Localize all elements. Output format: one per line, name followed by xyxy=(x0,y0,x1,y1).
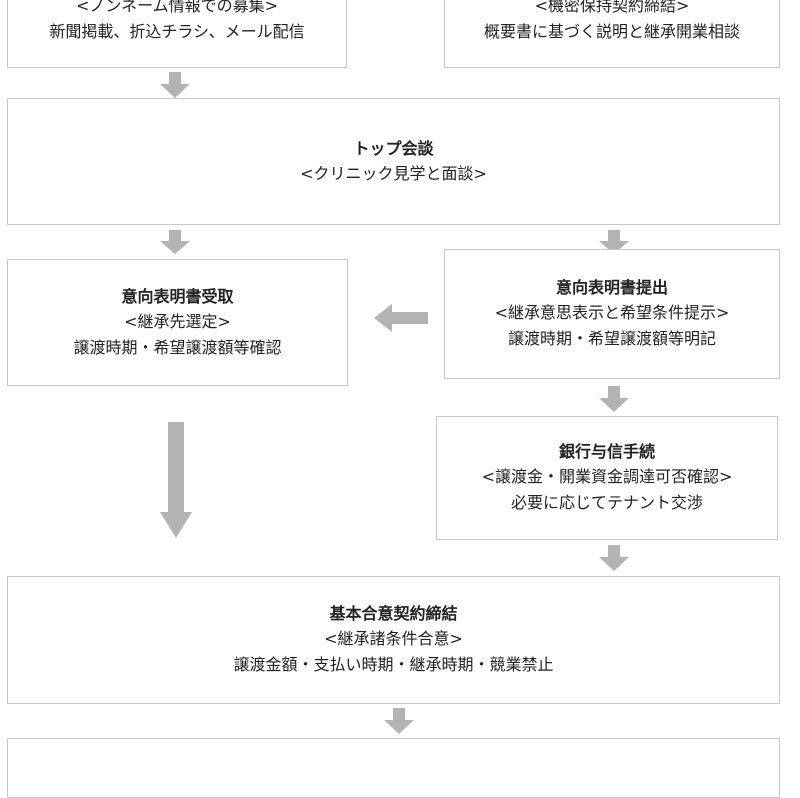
step-subtitle: <継承意思表示と希望条件提示> xyxy=(494,303,730,322)
step-bank-credit: 銀行与信手続 <譲渡金・開業資金調達可否確認> 必要に応じてテナント交渉 xyxy=(436,416,778,540)
down-arrow-icon xyxy=(384,708,414,734)
step-next xyxy=(7,738,780,798)
step-loi-receive: 意向表明書受取 <継承先選定> 譲渡時期・希望譲渡額等確認 xyxy=(7,259,348,386)
step-subtitle: <機密保持契約締結> xyxy=(534,0,690,15)
down-arrow-icon xyxy=(599,386,629,412)
step-nonname-recruitment: <ノンネーム情報での募集> 新聞掲載、折込チラシ、メール配信 xyxy=(7,0,347,68)
step-title: 基本合意契約締結 xyxy=(329,604,458,623)
step-nda: <機密保持契約締結> 概要書に基づく説明と継承開業相談 xyxy=(444,0,780,68)
step-title: 意向表明書受取 xyxy=(121,286,234,306)
step-top-meeting: トップ会談 <クリニック見学と面談> xyxy=(7,98,780,225)
step-title: 意向表明書提出 xyxy=(555,278,668,297)
step-detail: 新聞掲載、折込チラシ、メール配信 xyxy=(49,22,305,41)
down-arrow-icon xyxy=(160,230,190,254)
step-detail: 譲渡時期・希望譲渡額等確認 xyxy=(73,337,282,357)
step-title: 銀行与信手続 xyxy=(558,442,655,461)
step-detail: 譲渡時期・希望譲渡額等明記 xyxy=(507,329,716,348)
step-detail: 概要書に基づく説明と継承開業相談 xyxy=(483,22,740,41)
step-detail: 必要に応じてテナント交渉 xyxy=(510,493,703,512)
step-basic-agreement: 基本合意契約締結 <継承諸条件合意> 譲渡金額・支払い時期・継承時期・競業禁止 xyxy=(7,576,780,704)
left-arrow-icon xyxy=(374,304,428,332)
down-arrow-icon xyxy=(160,72,190,98)
step-detail: 譲渡金額・支払い時期・継承時期・競業禁止 xyxy=(233,655,554,674)
step-loi-submit: 意向表明書提出 <継承意思表示と希望条件提示> 譲渡時期・希望譲渡額等明記 xyxy=(444,249,780,379)
down-arrow-icon xyxy=(599,545,629,571)
step-subtitle: <クリニック見学と面談> xyxy=(300,163,487,183)
down-arrow-icon xyxy=(599,230,629,254)
step-subtitle: <譲渡金・開業資金調達可否確認> xyxy=(481,467,733,486)
step-subtitle: <継承諸条件合意> xyxy=(324,629,463,648)
long-down-arrow-icon xyxy=(160,422,192,538)
step-title: トップ会談 xyxy=(353,138,434,158)
step-subtitle: <ノンネーム情報での募集> xyxy=(75,0,278,15)
step-subtitle: <継承先選定> xyxy=(124,311,231,331)
